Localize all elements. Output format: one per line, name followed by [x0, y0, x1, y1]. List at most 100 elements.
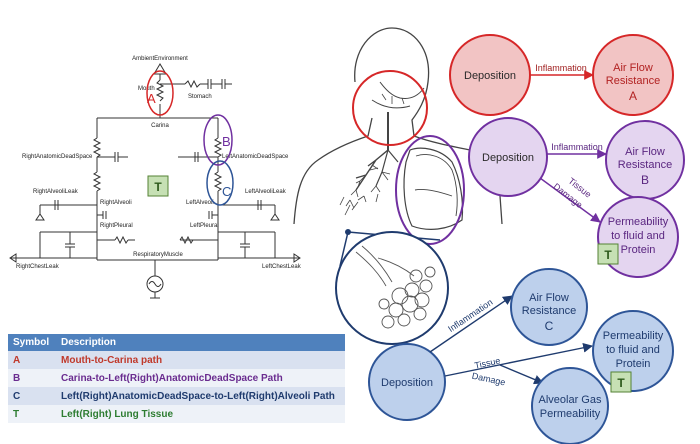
blue-damage-label: Damage	[471, 371, 506, 388]
legend-description: Left(Right)AnatomicDeadSpace-to-Left(Rig…	[56, 387, 345, 405]
legend-description: Carina-to-Left(Right)AnatomicDeadSpace P…	[56, 369, 345, 387]
legend-table: Symbol Description A Mouth-to-Carina pat…	[8, 334, 345, 423]
right-chest-leak-label: RightChestLeak	[16, 264, 60, 270]
blue-resistance-line2: Resistance	[522, 305, 576, 317]
left-leak-ground-icon	[270, 213, 280, 221]
blue-deposition-label: Deposition	[381, 377, 433, 389]
blue-permeability-arrow	[444, 342, 593, 377]
carina-label: Carina	[151, 123, 169, 129]
legend-row: A Mouth-to-Carina path	[8, 351, 345, 369]
blue-permeability-line2: to fluid and	[606, 344, 660, 356]
red-inflammation-label: Inflammation	[535, 63, 587, 73]
alveoli-zoom-circle	[335, 231, 449, 345]
purple-resistance-line1: Air Flow	[625, 146, 665, 158]
red-resistance-letter: A	[629, 89, 637, 103]
right-alveoli-label: RightAlveoli	[100, 200, 132, 206]
left-dead-space-label: LeftAnatomicDeadSpace	[222, 154, 289, 160]
mouth-label: Mouth	[138, 86, 155, 92]
purple-deposition-node	[468, 117, 548, 197]
right-chest-leak-arrow-icon	[9, 253, 17, 263]
circuit-label-c: C	[222, 184, 231, 199]
red-resistance-node	[592, 34, 674, 116]
blue-permeability-node	[592, 310, 674, 392]
blue-gas-arrow	[499, 364, 544, 385]
right-dead-space-resistor	[92, 137, 102, 158]
circuit-label-a: A	[147, 91, 156, 106]
circuit-tissue-label: T	[154, 180, 162, 194]
blue-tissue-box-label: T	[617, 376, 625, 390]
left-alveoli-resistor	[213, 171, 223, 192]
path-b-highlight	[203, 114, 233, 166]
blue-resistance-line1: Air Flow	[529, 292, 569, 304]
legend-symbol: C	[8, 387, 56, 405]
alveoli-cluster-icon	[355, 245, 436, 329]
legend-symbol: T	[8, 405, 56, 423]
torso-outline-left	[293, 117, 373, 225]
blue-tissue-label: Tissue	[474, 355, 502, 370]
red-deposition-label: Deposition	[464, 70, 516, 82]
blue-deposition-node	[368, 343, 446, 421]
left-pleural-label: LeftPleural	[190, 223, 219, 229]
right-pleural-label: RightPleural	[100, 223, 133, 229]
bronchial-tree	[339, 164, 391, 216]
purple-permeability-line3: Protein	[621, 244, 656, 256]
torso-lung-highlight	[395, 135, 465, 245]
ambient-label: AmbientEnvironment	[132, 56, 188, 62]
blue-permeability-line3: Protein	[616, 358, 651, 370]
red-resistance-line1: Air Flow	[613, 62, 653, 74]
purple-resistance-letter: B	[641, 173, 649, 187]
purple-tissue-box	[597, 243, 619, 265]
flow-blue: Deposition Inflammation Air Flow Resista…	[368, 268, 674, 444]
purple-damage-arrow	[539, 177, 601, 223]
path-c-highlight	[206, 160, 234, 206]
path-a-highlight	[146, 70, 174, 116]
purple-resistance-line2: Resistance	[618, 159, 672, 171]
right-dead-space-label: RightAnatomicDeadSpace	[22, 154, 93, 160]
left-chest-leak-arrow-icon	[293, 253, 301, 263]
purple-inflammation-label: Inflammation	[551, 142, 603, 152]
purple-permeability-line1: Permeability	[608, 216, 669, 228]
legend-row: B Carina-to-Left(Right)AnatomicDeadSpace…	[8, 369, 345, 387]
circuit-label-b: B	[222, 134, 231, 149]
right-alveoli-resistor	[92, 171, 102, 192]
purple-deposition-label: Deposition	[482, 152, 534, 164]
left-alveoli-leak-label: LeftAlveoliLeak	[245, 189, 287, 195]
blue-gas-line1: Alveolar Gas	[539, 394, 602, 406]
legend-symbol: B	[8, 369, 56, 387]
right-leak-ground-icon	[35, 213, 45, 221]
circuit-schematic: AmbientEnvironment Mouth Stomach Carina …	[9, 56, 302, 299]
mouth-resistor	[155, 79, 165, 102]
right-alveoli-leak-label: RightAlveoliLeak	[33, 189, 79, 195]
legend-symbol: A	[8, 351, 56, 369]
blue-inflammation-label: Inflammation	[446, 297, 494, 334]
blue-resistance-letter: C	[545, 319, 554, 333]
flow-purple: Deposition Inflammation Air Flow Resista…	[468, 117, 685, 278]
blue-permeability-line1: Permeability	[603, 330, 664, 342]
legend-header-row: Symbol Description	[8, 334, 345, 351]
legend-header-description: Description	[56, 334, 345, 351]
stomach-label: Stomach	[188, 94, 212, 100]
legend-description: Left(Right) Lung Tissue	[56, 405, 345, 423]
blue-tissue-box	[610, 371, 632, 393]
legend-description: Mouth-to-Carina path	[56, 351, 345, 369]
legend-row: C Left(Right)AnatomicDeadSpace-to-Left(R…	[8, 387, 345, 405]
blue-gas-line2: Permeability	[540, 408, 601, 420]
legend-row: T Left(Right) Lung Tissue	[8, 405, 345, 423]
legend-header-symbol: Symbol	[8, 334, 56, 351]
stomach-resistor	[184, 79, 201, 89]
purple-tissue-box-label: T	[604, 248, 612, 262]
flow-red: Deposition Inflammation Air Flow Resista…	[449, 34, 674, 116]
respiratory-muscle-label: RespiratoryMuscle	[133, 252, 183, 258]
blue-resistance-node	[510, 268, 588, 346]
torso-airway-highlight	[352, 70, 428, 146]
blue-gas-node	[531, 367, 609, 444]
circuit-tissue-box	[147, 175, 169, 197]
left-dead-space-resistor	[213, 137, 223, 158]
left-lung-outline	[403, 147, 464, 230]
red-resistance-line2: Resistance	[606, 75, 660, 87]
left-alveoli-label: LeftAlveoli	[186, 200, 214, 206]
purple-permeability-line2: to fluid and	[611, 230, 665, 242]
blue-inflammation-arrow	[429, 295, 513, 353]
left-chest-leak-label: LeftChestLeak	[262, 264, 302, 270]
